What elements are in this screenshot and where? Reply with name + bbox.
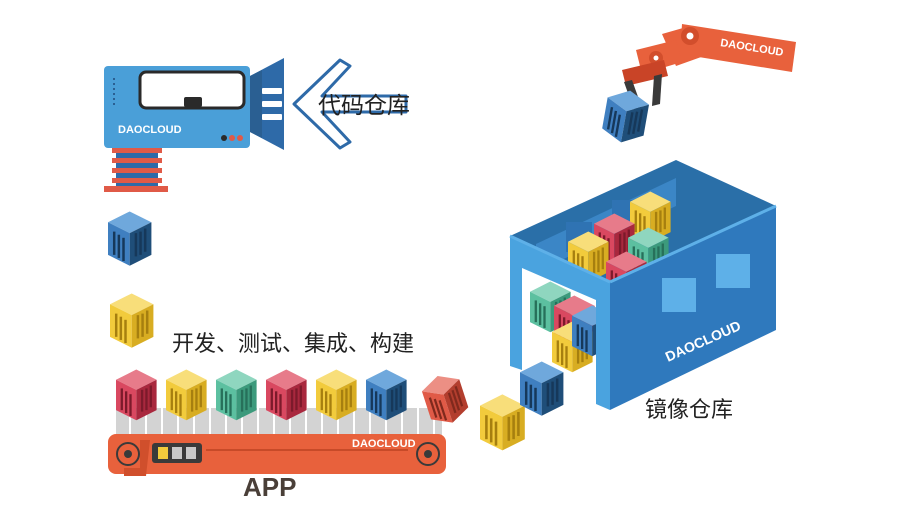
dev-steps-label: 开发、测试、集成、构建 xyxy=(172,332,415,357)
app-label: APP xyxy=(243,472,297,502)
cube-yellow-falling xyxy=(110,293,154,348)
cube-yellow-1 xyxy=(166,369,207,421)
image-repository-label: 镜像仓库 xyxy=(645,398,734,423)
incoming-arrow xyxy=(292,58,408,150)
cube-yellow-2 xyxy=(316,369,357,421)
conveyor-logo: DAOCLOUD xyxy=(352,438,416,450)
cube-blue-falling xyxy=(108,211,152,266)
cube-yellow-moving xyxy=(480,394,525,451)
cube-crimson-1 xyxy=(116,369,157,421)
image-repository-warehouse xyxy=(509,160,777,410)
robot-arm xyxy=(622,24,796,110)
code-repository-label: 代码仓库 xyxy=(318,93,410,119)
code-repository-machine xyxy=(104,58,284,192)
cube-blue-moving xyxy=(520,361,564,416)
cube-blue-1 xyxy=(366,369,407,421)
machine-logo: DAOCLOUD xyxy=(118,124,182,136)
cube-held-by-arm xyxy=(600,86,651,146)
cube-teal-1 xyxy=(216,369,257,421)
cube-crimson-2 xyxy=(266,369,307,421)
